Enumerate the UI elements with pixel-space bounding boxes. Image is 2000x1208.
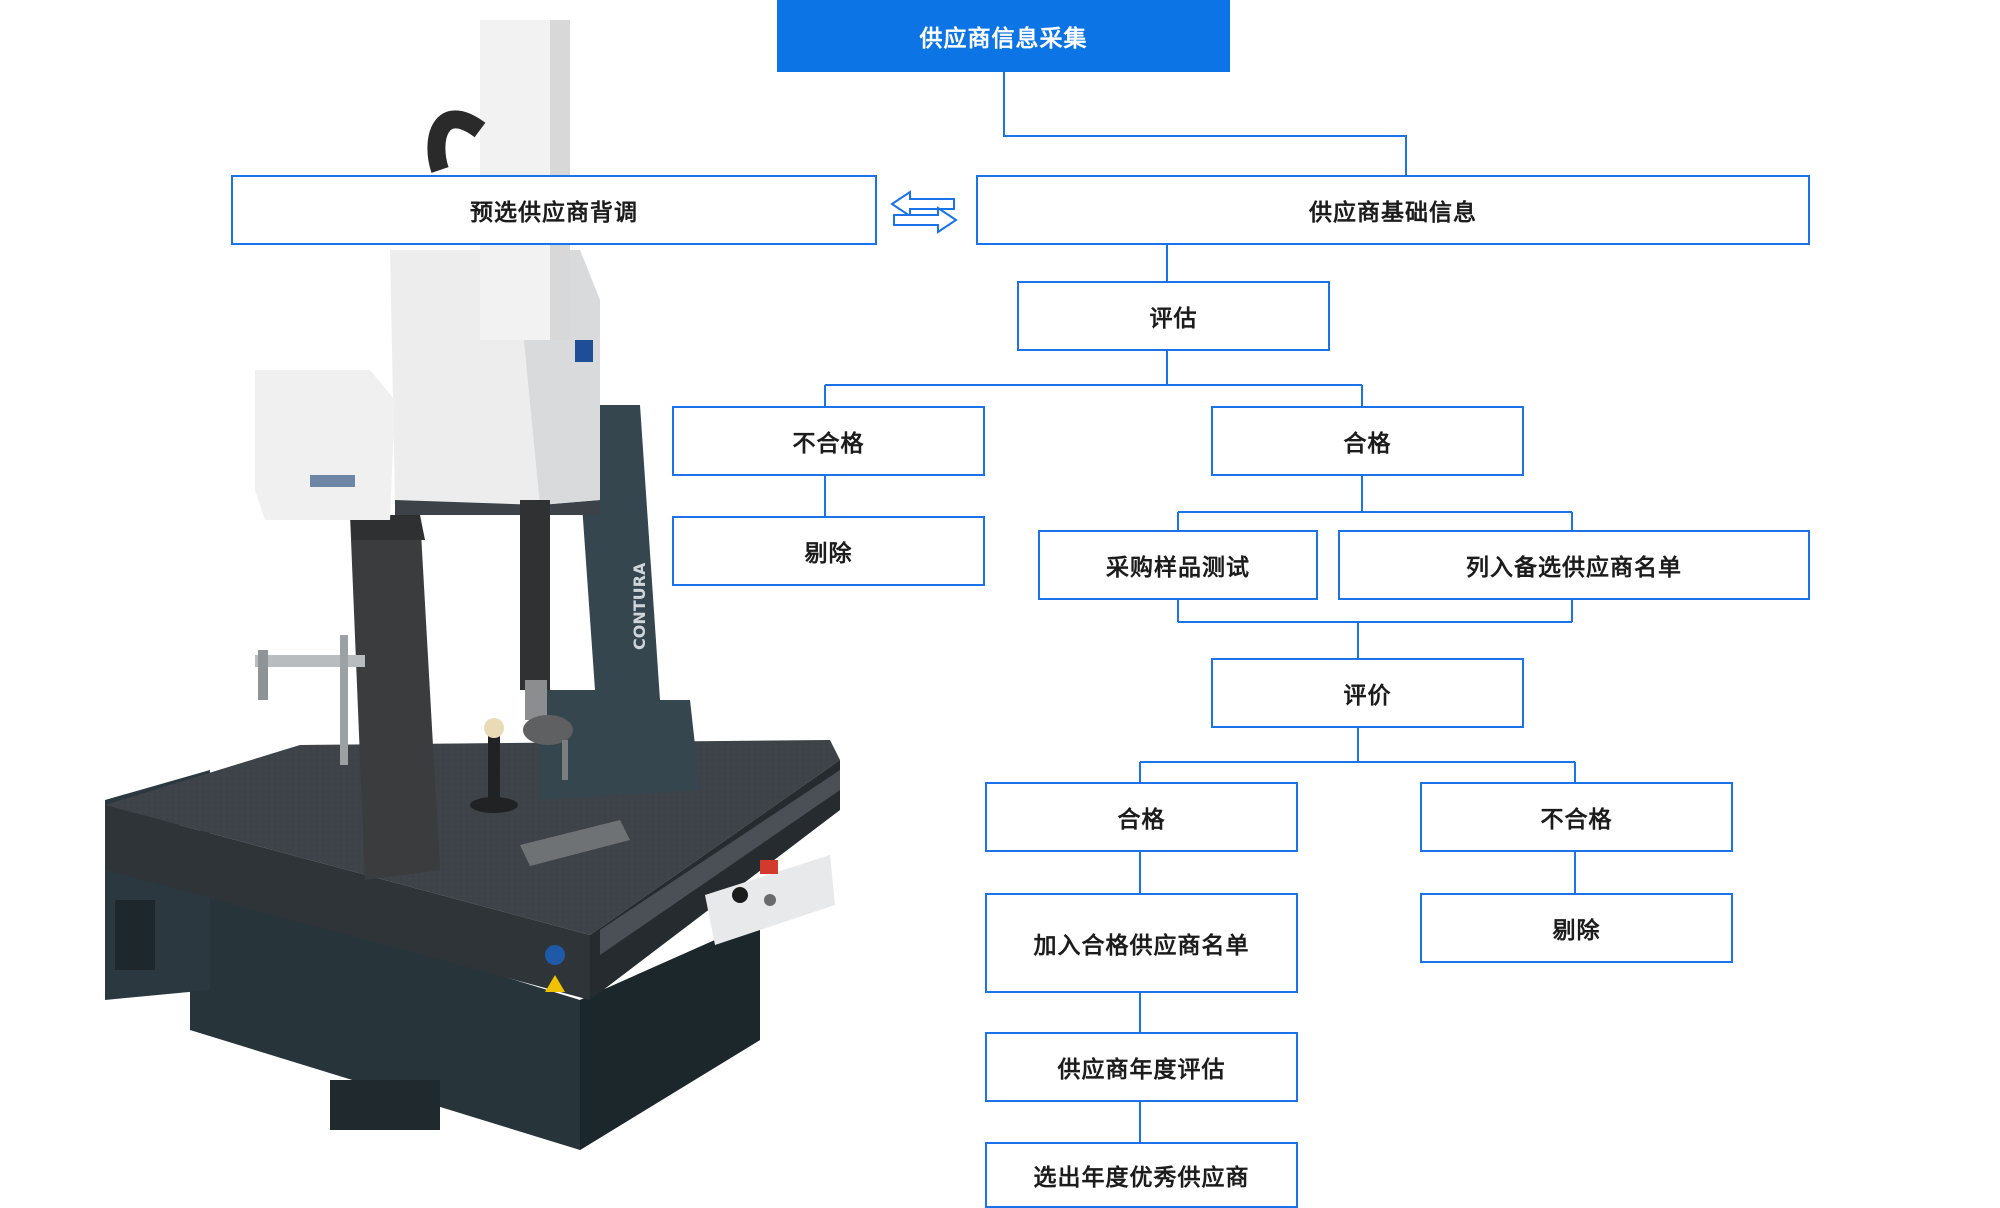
basic-info-node: 供应商基础信息 [976,175,1810,245]
annual-evaluation-node: 供应商年度评估 [985,1032,1298,1102]
select-excellent-node: 选出年度优秀供应商 [985,1142,1298,1208]
qualified-node-1: 合格 [1211,406,1524,476]
prescreen-node: 预选供应商背调 [231,175,877,245]
root-node: 供应商信息采集 [777,0,1230,72]
unqualified-node-1: 不合格 [672,406,985,476]
svg-text:CONTURA: CONTURA [630,562,649,650]
review-node: 评价 [1211,658,1524,728]
sample-test-node: 采购样品测试 [1038,530,1318,600]
add-qualified-list-node: 加入合格供应商名单 [985,893,1298,993]
evaluate-node: 评估 [1017,281,1330,351]
unqualified-node-2: 不合格 [1420,782,1733,852]
remove-node-2: 剔除 [1420,893,1733,963]
qualified-node-2: 合格 [985,782,1298,852]
remove-node-1: 剔除 [672,516,985,586]
double-arrow-icon [890,190,958,234]
candidate-list-node: 列入备选供应商名单 [1338,530,1810,600]
